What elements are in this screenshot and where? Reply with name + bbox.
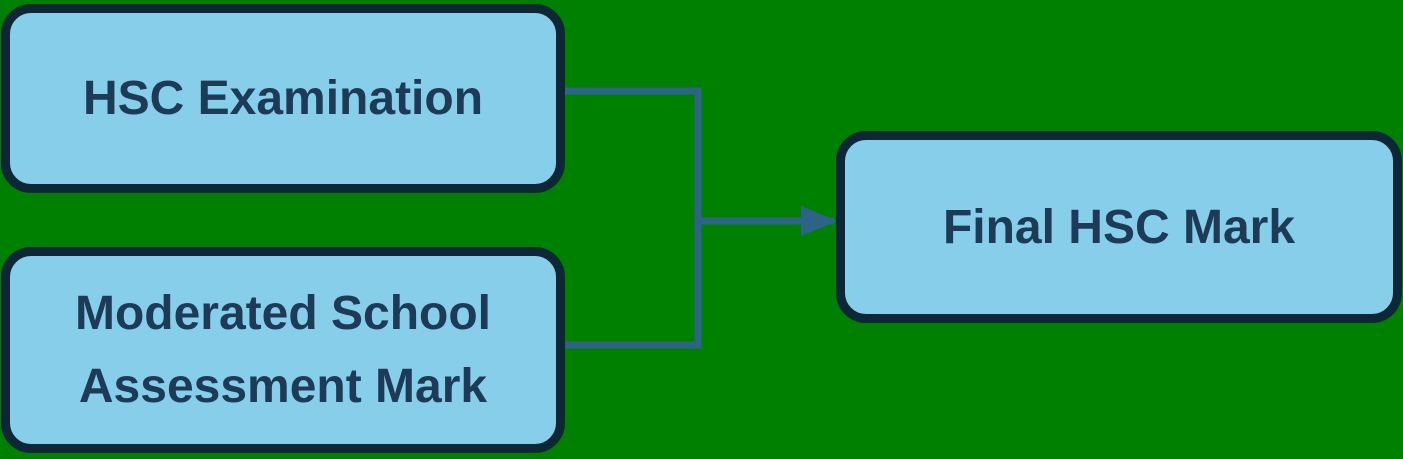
node-label: HSC Examination bbox=[82, 72, 484, 125]
node-label-line1: Moderated School bbox=[74, 287, 492, 340]
node-label-line2: Assessment Mark bbox=[78, 360, 488, 413]
elbow-connector-line bbox=[558, 87, 702, 349]
arrowhead-icon bbox=[801, 206, 838, 236]
node-final-hsc-mark: Final HSC Mark bbox=[836, 131, 1402, 323]
node-hsc-examination: HSC Examination bbox=[1, 4, 565, 193]
node-moderated-school-assessment: Moderated School Assessment Mark bbox=[1, 247, 565, 453]
node-label: Final HSC Mark bbox=[942, 200, 1296, 254]
